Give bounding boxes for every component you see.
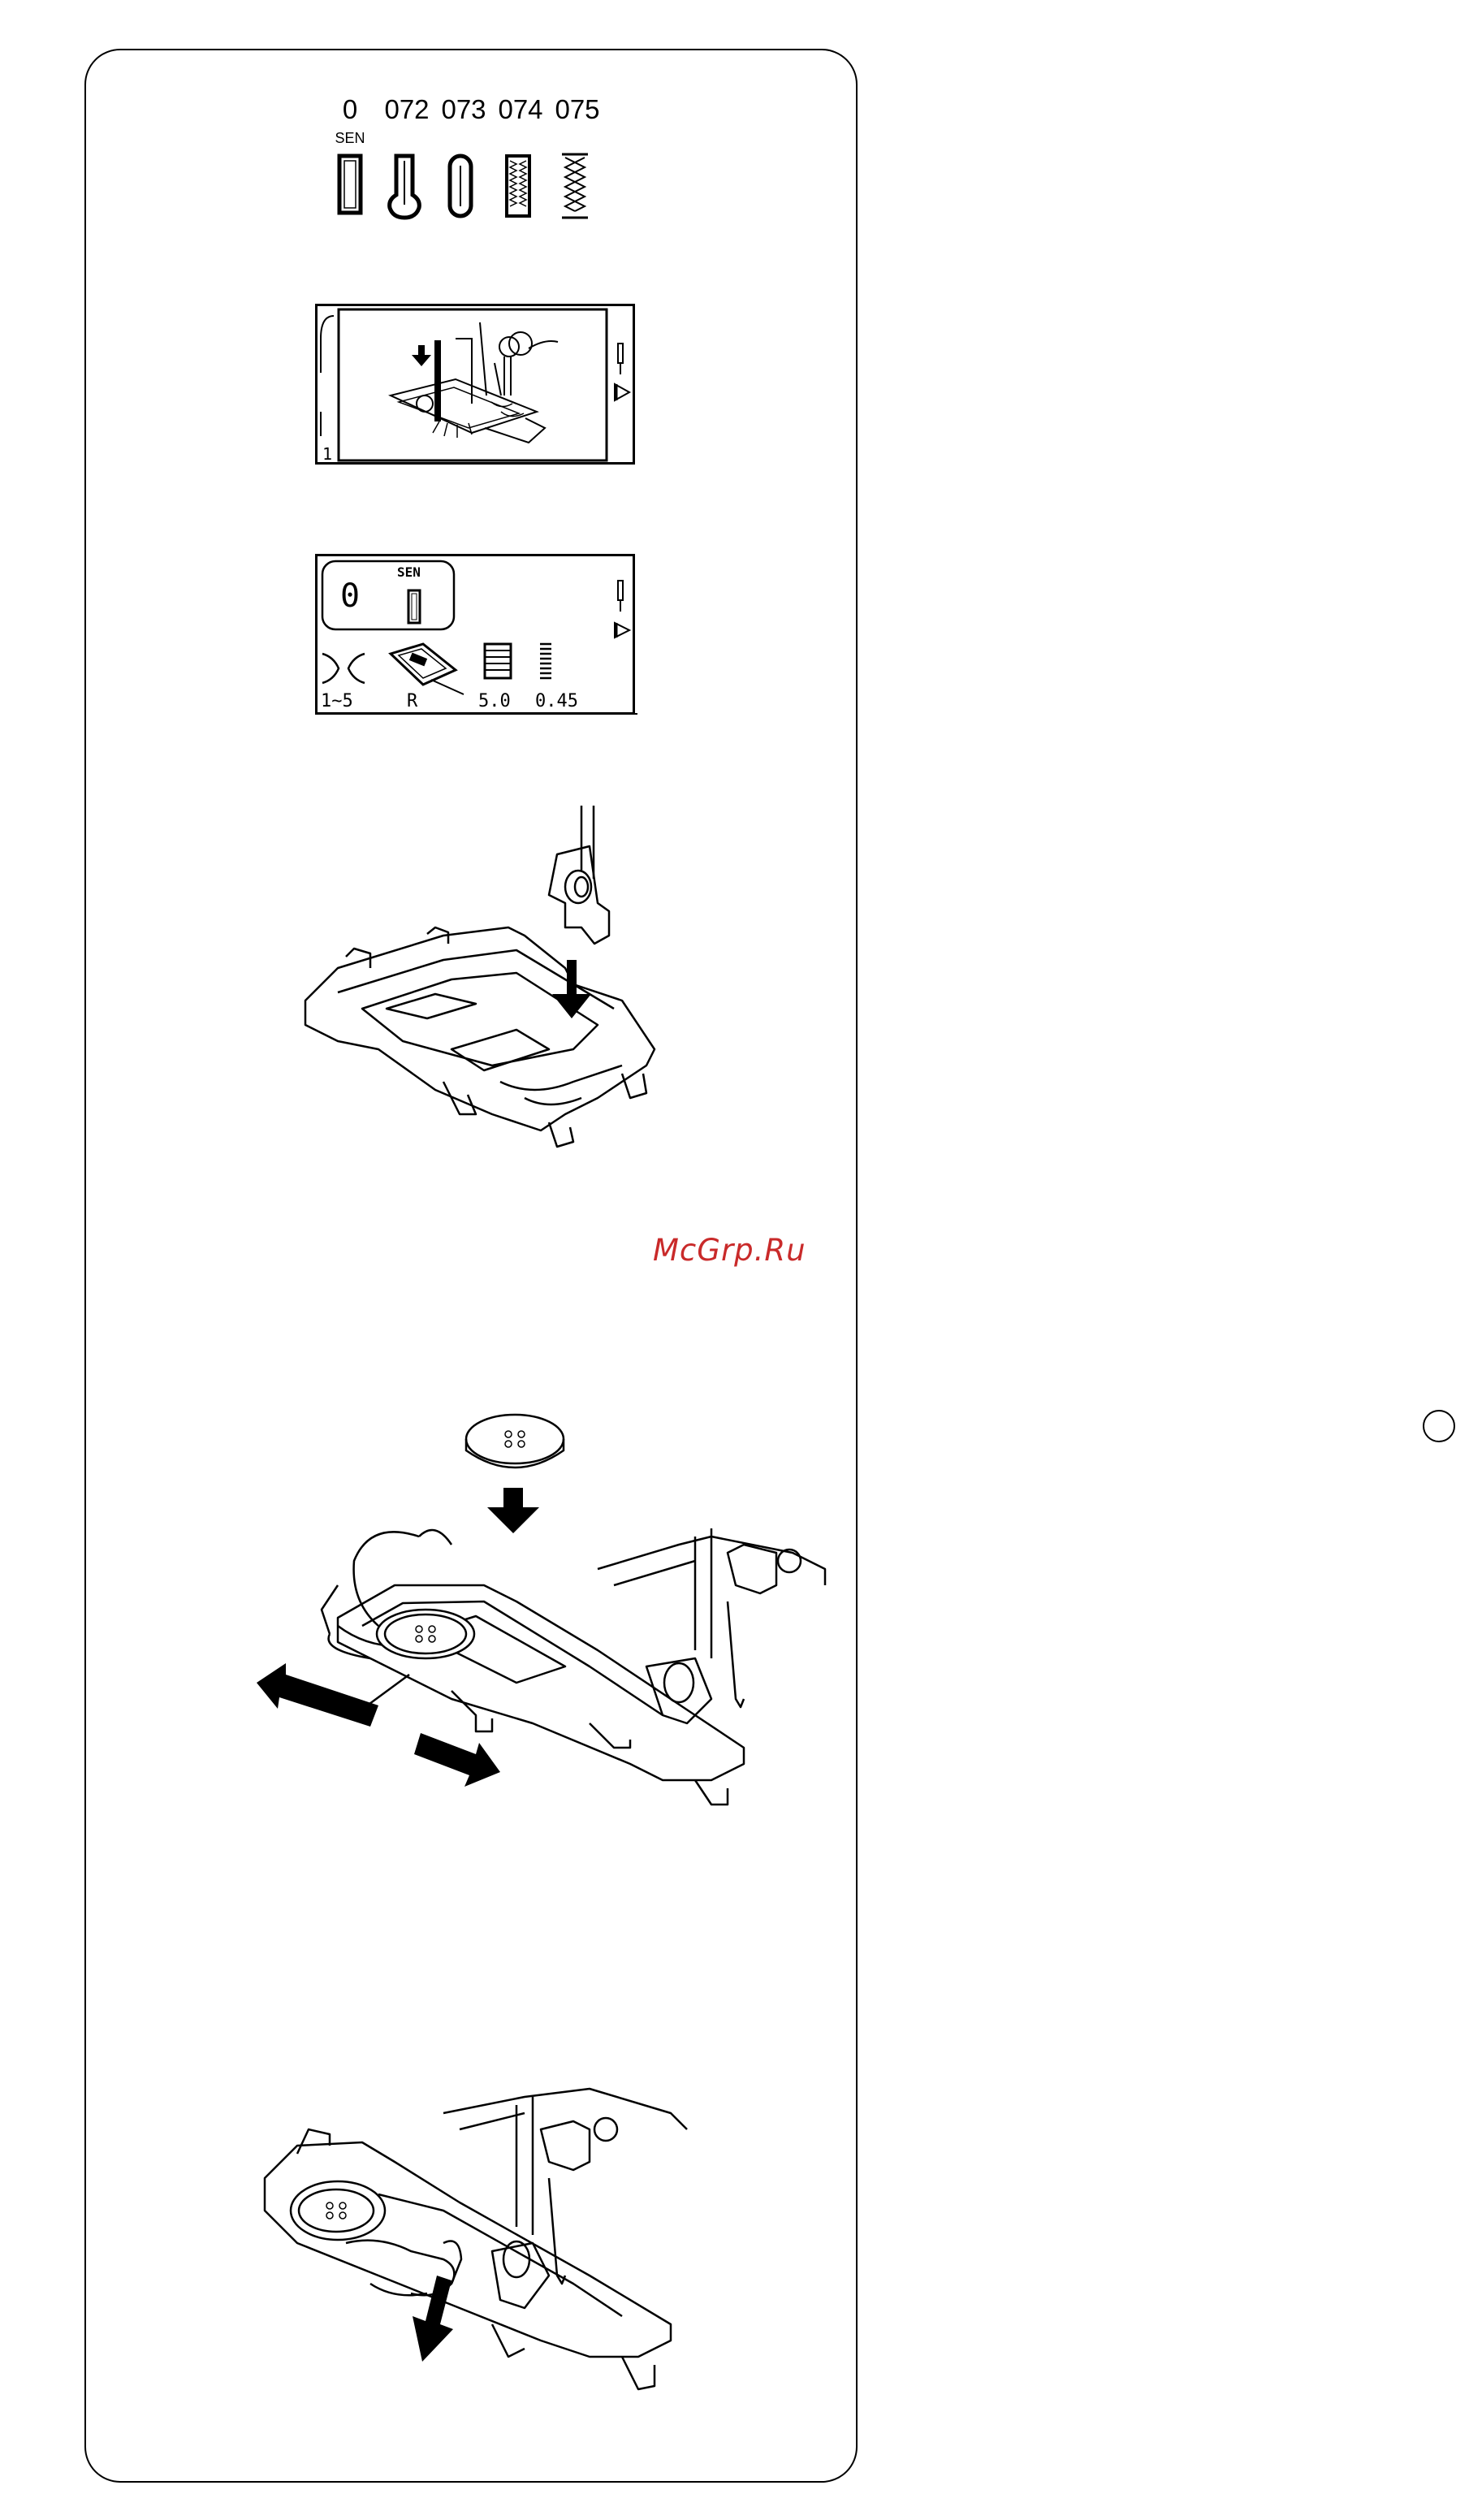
buttonhole-square-icon (339, 156, 361, 213)
illustration-attach-buttonhole-foot (305, 806, 793, 1228)
illustration-insert-button (208, 1342, 874, 1910)
watermark-text: McGrp.Ru (653, 1233, 806, 1268)
presser-foot-icon (615, 384, 629, 400)
lcd-2-sen-label: SEN (397, 564, 421, 580)
presser-foot-icon (615, 623, 629, 638)
sen-label: SEN (326, 130, 374, 147)
buttonhole-satin-icon (507, 156, 529, 216)
lcd-2-stitch-length: 0.45 (535, 691, 578, 711)
buttonhole-round-icon (450, 156, 471, 216)
lcd-2-graphics (318, 556, 637, 717)
illustration-lower-buttonhole-lever (248, 2081, 817, 2462)
buttonhole-foot-icon (391, 644, 464, 694)
width-icon (485, 644, 511, 678)
needle-icon (618, 344, 623, 374)
tension-icon (322, 654, 365, 683)
lcd-screen-pattern-settings: 0 SEN 1~5 R 5.0 0.45 (315, 554, 635, 715)
needle-icon (618, 581, 623, 612)
button-icon (466, 1415, 564, 1467)
lcd-1-illustration (318, 306, 637, 467)
lcd-screen-step-1: 1 (315, 304, 635, 465)
lcd-2-stitch-width: 5.0 (478, 691, 511, 711)
lcd-2-tension-range: 1~5 (321, 691, 353, 711)
length-icon (540, 644, 551, 678)
circle-marker-icon (1423, 1410, 1455, 1442)
lcd-1-step-number: 1 (322, 444, 332, 464)
arrow-down-icon (413, 2276, 453, 2362)
buttonhole-keyhole-icon (390, 156, 420, 218)
arrow-down-icon (487, 1488, 539, 1533)
lcd-2-pattern-number: 0 (340, 577, 360, 615)
stitch-code-075: 075 (541, 94, 614, 125)
arrow-right-icon (414, 1733, 500, 1787)
buttonhole-zigzag-icon (562, 154, 588, 218)
arrow-left-icon (257, 1663, 378, 1727)
lcd-2-foot-letter: R (407, 691, 417, 711)
buttonhole-icons (330, 148, 655, 278)
